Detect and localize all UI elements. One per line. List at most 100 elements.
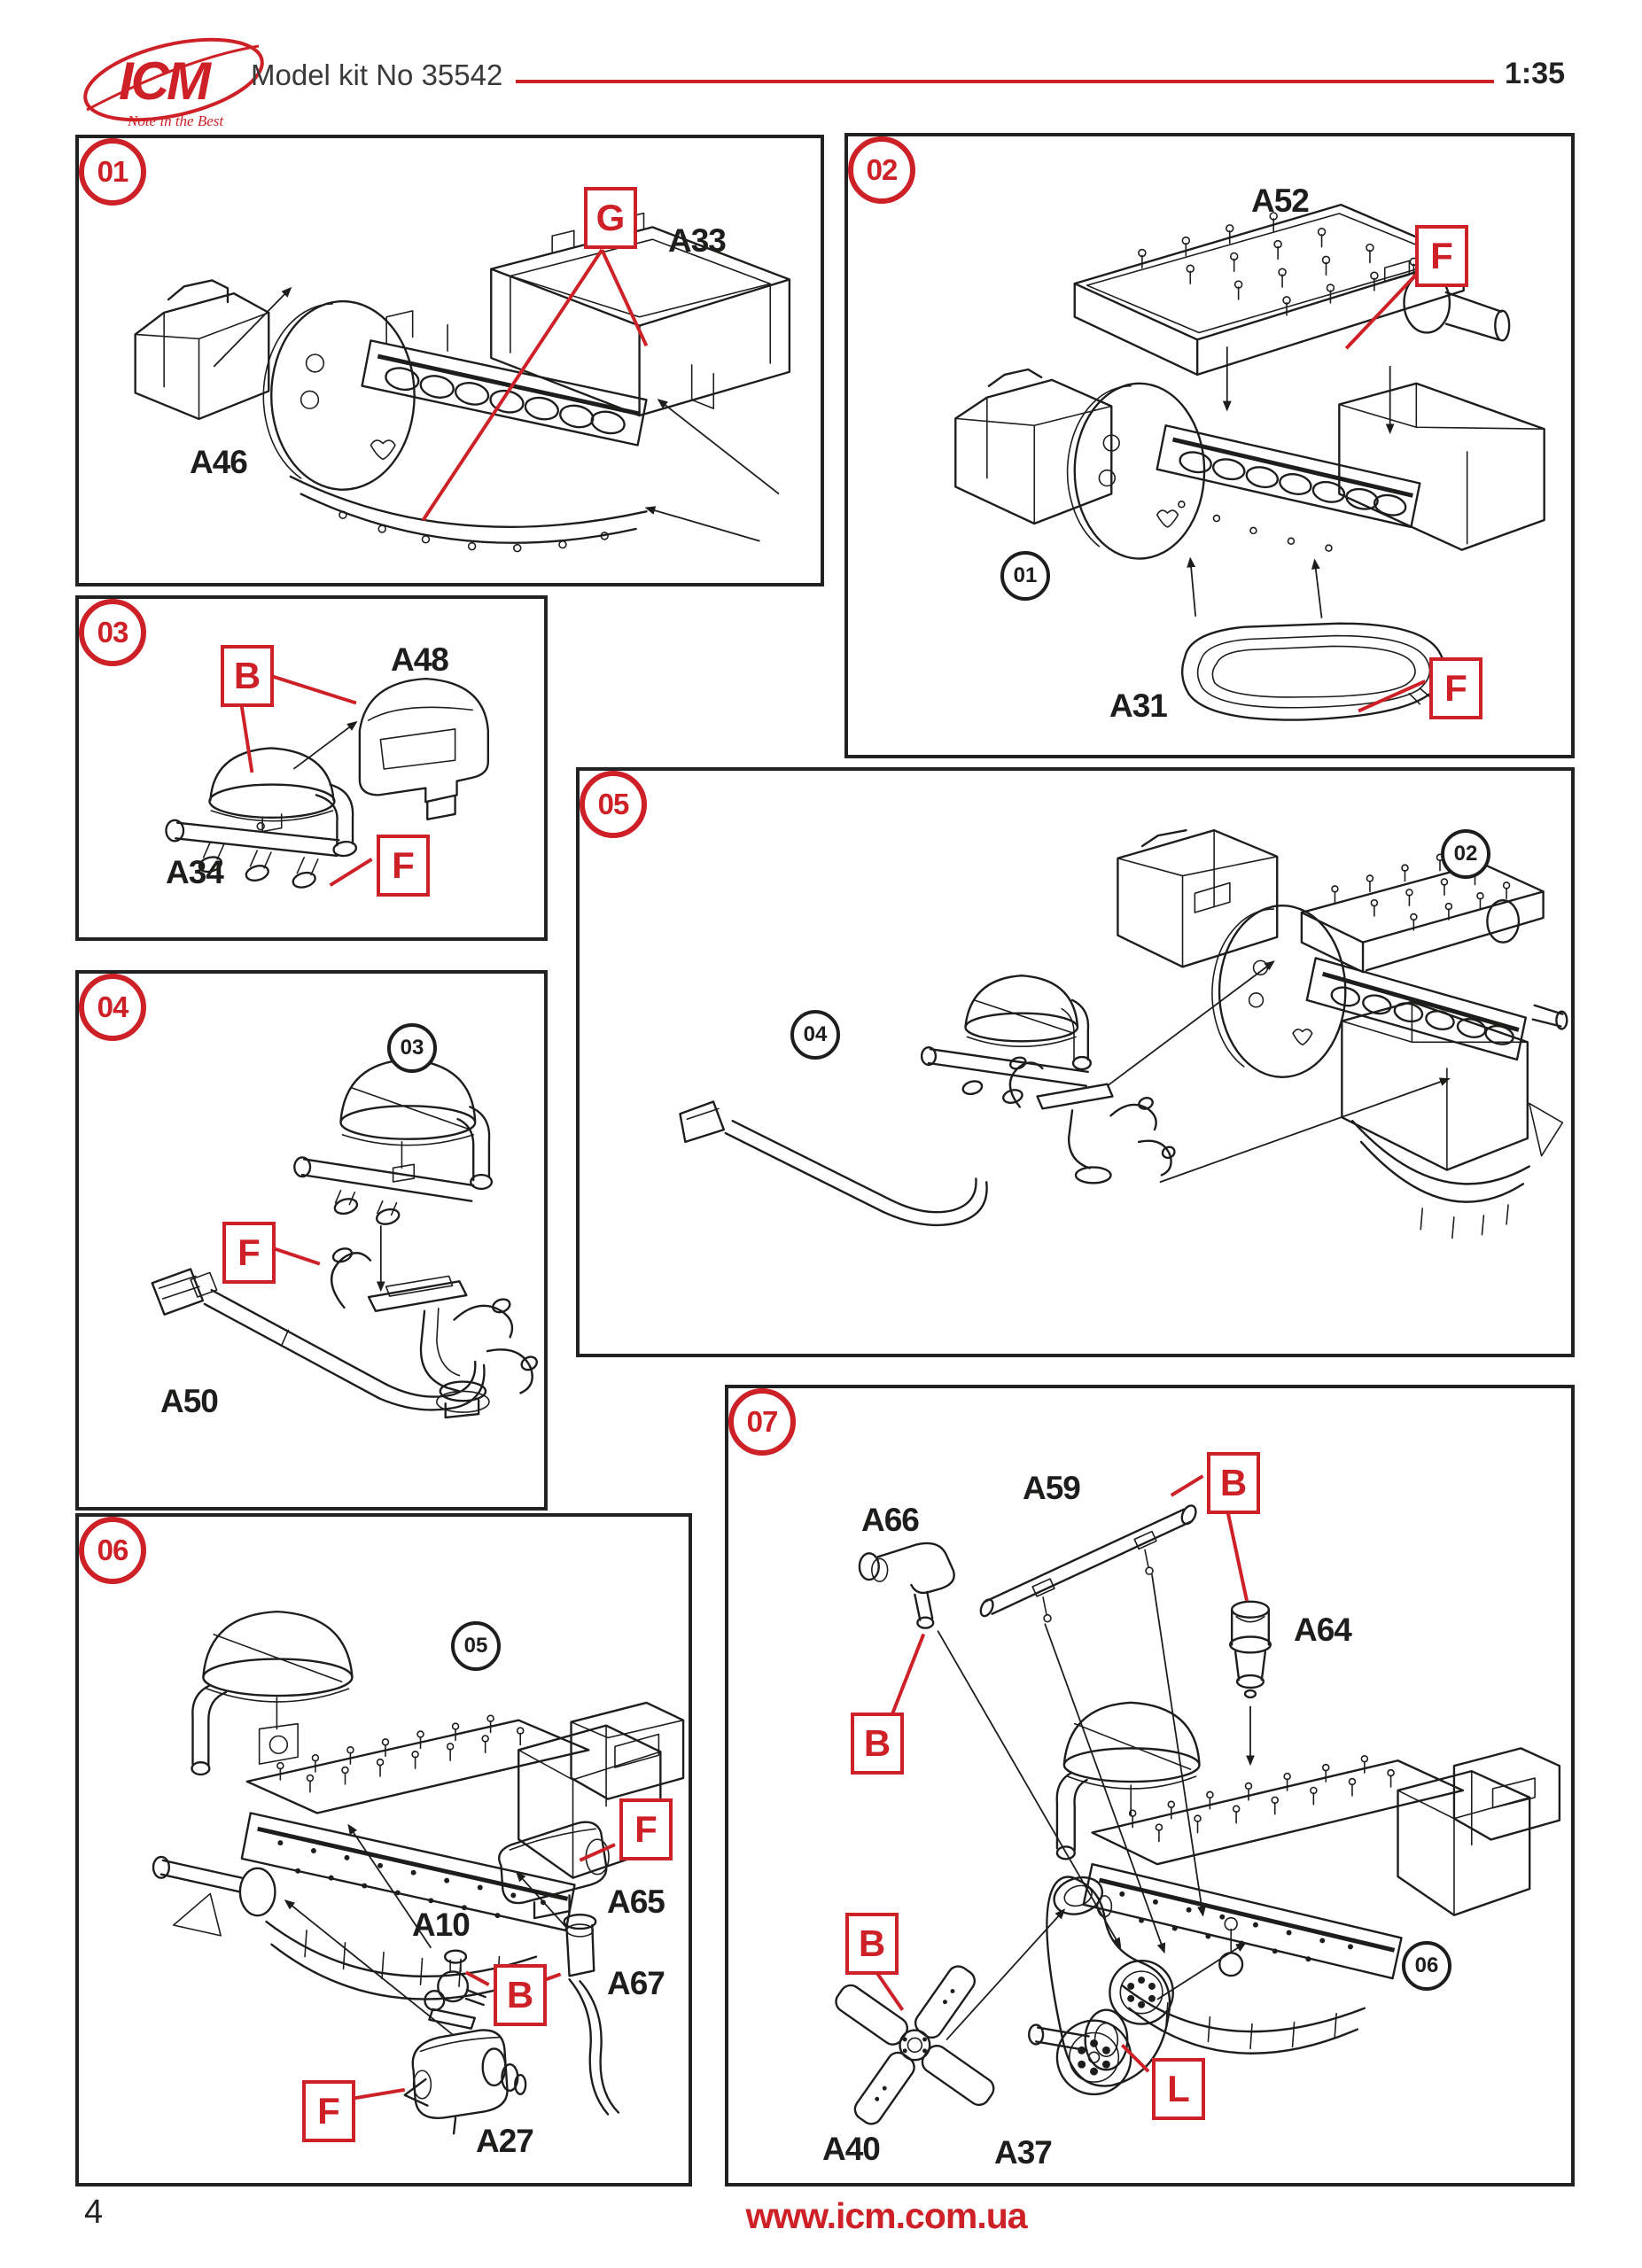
callout-g: G <box>584 187 637 249</box>
callout-letter: B <box>233 655 261 696</box>
step-01-panel: 01 G A33 A46 <box>75 135 824 586</box>
assembly-arrows <box>1107 960 1451 1184</box>
callout-b-left: B <box>851 1713 904 1775</box>
block-bolt-dots <box>277 1840 546 1919</box>
part-label-a40: A40 <box>822 2131 881 2167</box>
breather-a66-drawing <box>858 1542 955 1629</box>
assembly-arrows <box>213 286 780 542</box>
part-label-a27: A27 <box>476 2123 534 2159</box>
callout-letter: B <box>1219 1462 1248 1503</box>
step-number-text: 02 <box>866 153 899 186</box>
part-label-a65: A65 <box>607 1884 665 1920</box>
step-04-drawing <box>151 1058 538 1419</box>
callout-f-head: F <box>1415 225 1468 287</box>
part-label-a46: A46 <box>190 444 248 480</box>
step-05-panel: 05 02 04 <box>576 767 1575 1357</box>
callout-leader-lines <box>421 248 649 522</box>
block-bolt-dots <box>1119 1891 1353 1962</box>
step-05-drawing <box>679 828 1568 1239</box>
step-07-panel: 07 A66 A59 B A64 B B L 06 A40 A37 <box>725 1385 1575 2186</box>
callout-b: B <box>221 645 274 707</box>
oil-filler-a67-drawing <box>563 1913 620 2116</box>
part-label-a10: A10 <box>412 1907 471 1943</box>
step-number-text: 01 <box>97 155 129 188</box>
step-07-number: 07 <box>728 1388 796 1456</box>
belt-pulleys-a37-drawing <box>1046 1876 1174 2096</box>
step-number-text: 06 <box>97 1534 129 1566</box>
callout-leader-lines <box>1344 266 1427 713</box>
ref-number-text: 01 <box>1013 563 1038 587</box>
callout-letter: G <box>595 197 626 238</box>
callout-b: B <box>494 1964 547 2026</box>
step-03-panel: 03 B A48 A34 F <box>75 595 548 941</box>
part-label-a67: A67 <box>607 1965 665 2001</box>
step-04-panel: 04 03 F A50 <box>75 970 548 1511</box>
callout-letter: F <box>1444 667 1467 709</box>
callout-letter: F <box>392 844 415 886</box>
fuel-line-a59-drawing <box>979 1504 1197 1623</box>
scale-label: 1:35 <box>1505 57 1566 90</box>
callout-letter: B <box>863 1722 891 1764</box>
callout-f: F <box>222 1222 276 1284</box>
part-label-a59: A59 <box>1023 1470 1081 1506</box>
step-number-text: 04 <box>97 990 129 1023</box>
callout-b-top: B <box>1207 1452 1260 1514</box>
engine-block-drawing <box>954 368 1545 560</box>
ref-number-text: 04 <box>803 1022 828 1046</box>
step-number-text: 07 <box>746 1405 779 1438</box>
part-label-a52: A52 <box>1251 183 1310 219</box>
part-label-a64: A64 <box>1294 1612 1352 1648</box>
step-02-number: 02 <box>848 136 915 204</box>
assembly-arrows <box>1187 346 1395 618</box>
website-link: www.icm.com.ua <box>745 2195 1027 2236</box>
callout-letter: F <box>237 1231 261 1273</box>
callout-f-generator: F <box>302 2080 355 2142</box>
carburetor-a10-drawing <box>424 1949 486 2030</box>
fan-a40-drawing <box>835 1965 995 2125</box>
ref-number-text: 02 <box>1453 842 1478 866</box>
engine-assembly-drawing <box>1117 828 1568 1239</box>
head-studs <box>1138 212 1419 316</box>
part-label-a37: A37 <box>994 2134 1053 2171</box>
step-07-drawing <box>835 1474 1561 2125</box>
ref-step-06: 06 <box>1402 1941 1451 1991</box>
step-02-panel: 02 A52 F 01 A31 F <box>844 133 1575 758</box>
callout-letter: F <box>1430 235 1453 276</box>
air-cleaner-halves-drawing <box>165 677 490 889</box>
ref-step-04: 04 <box>790 1010 840 1060</box>
logo-tagline: Note in the Best <box>127 113 224 129</box>
step-06-panel: 06 05 F A65 A10 B A67 F A27 <box>75 1513 692 2186</box>
callout-leader-lines <box>237 671 373 887</box>
callout-f: F <box>377 835 430 897</box>
step-06-drawing <box>152 1610 685 2135</box>
step-number-text: 03 <box>97 616 129 649</box>
head-studs <box>276 1714 525 1793</box>
step-03-drawing <box>165 671 490 889</box>
step-03-number: 03 <box>79 599 146 666</box>
exhaust-manifold-drawing <box>331 1247 538 1419</box>
callout-f-pan: F <box>1429 657 1482 719</box>
engine-assembly-drawing <box>152 1610 685 2000</box>
icm-logo: ICM Note in the Best <box>83 37 264 129</box>
callout-l: L <box>1152 2058 1205 2120</box>
ref-number-text: 05 <box>463 1634 488 1658</box>
callout-letter: F <box>317 2090 340 2132</box>
part-label-a33: A33 <box>668 222 727 259</box>
ref-step-03: 03 <box>387 1023 437 1073</box>
step-01-number: 01 <box>79 138 146 206</box>
callout-letter: B <box>858 1922 886 1964</box>
logo-text: ICM <box>119 51 213 111</box>
engine-assembly-drawing <box>1028 1701 1561 2071</box>
fuel-filter-a64-drawing <box>1229 1600 1272 1699</box>
head-studs <box>1128 1755 1395 1843</box>
ref-step-01: 01 <box>1000 551 1050 601</box>
part-label-a34: A34 <box>166 854 224 890</box>
callout-letter: L <box>1167 2068 1190 2109</box>
callout-b-fan: B <box>845 1913 899 1975</box>
step-01-drawing <box>134 212 791 553</box>
header-rule <box>516 80 1494 83</box>
ref-step-02: 02 <box>1441 829 1490 879</box>
page-number: 4 <box>84 2194 104 2231</box>
step-05-number: 05 <box>580 771 647 838</box>
